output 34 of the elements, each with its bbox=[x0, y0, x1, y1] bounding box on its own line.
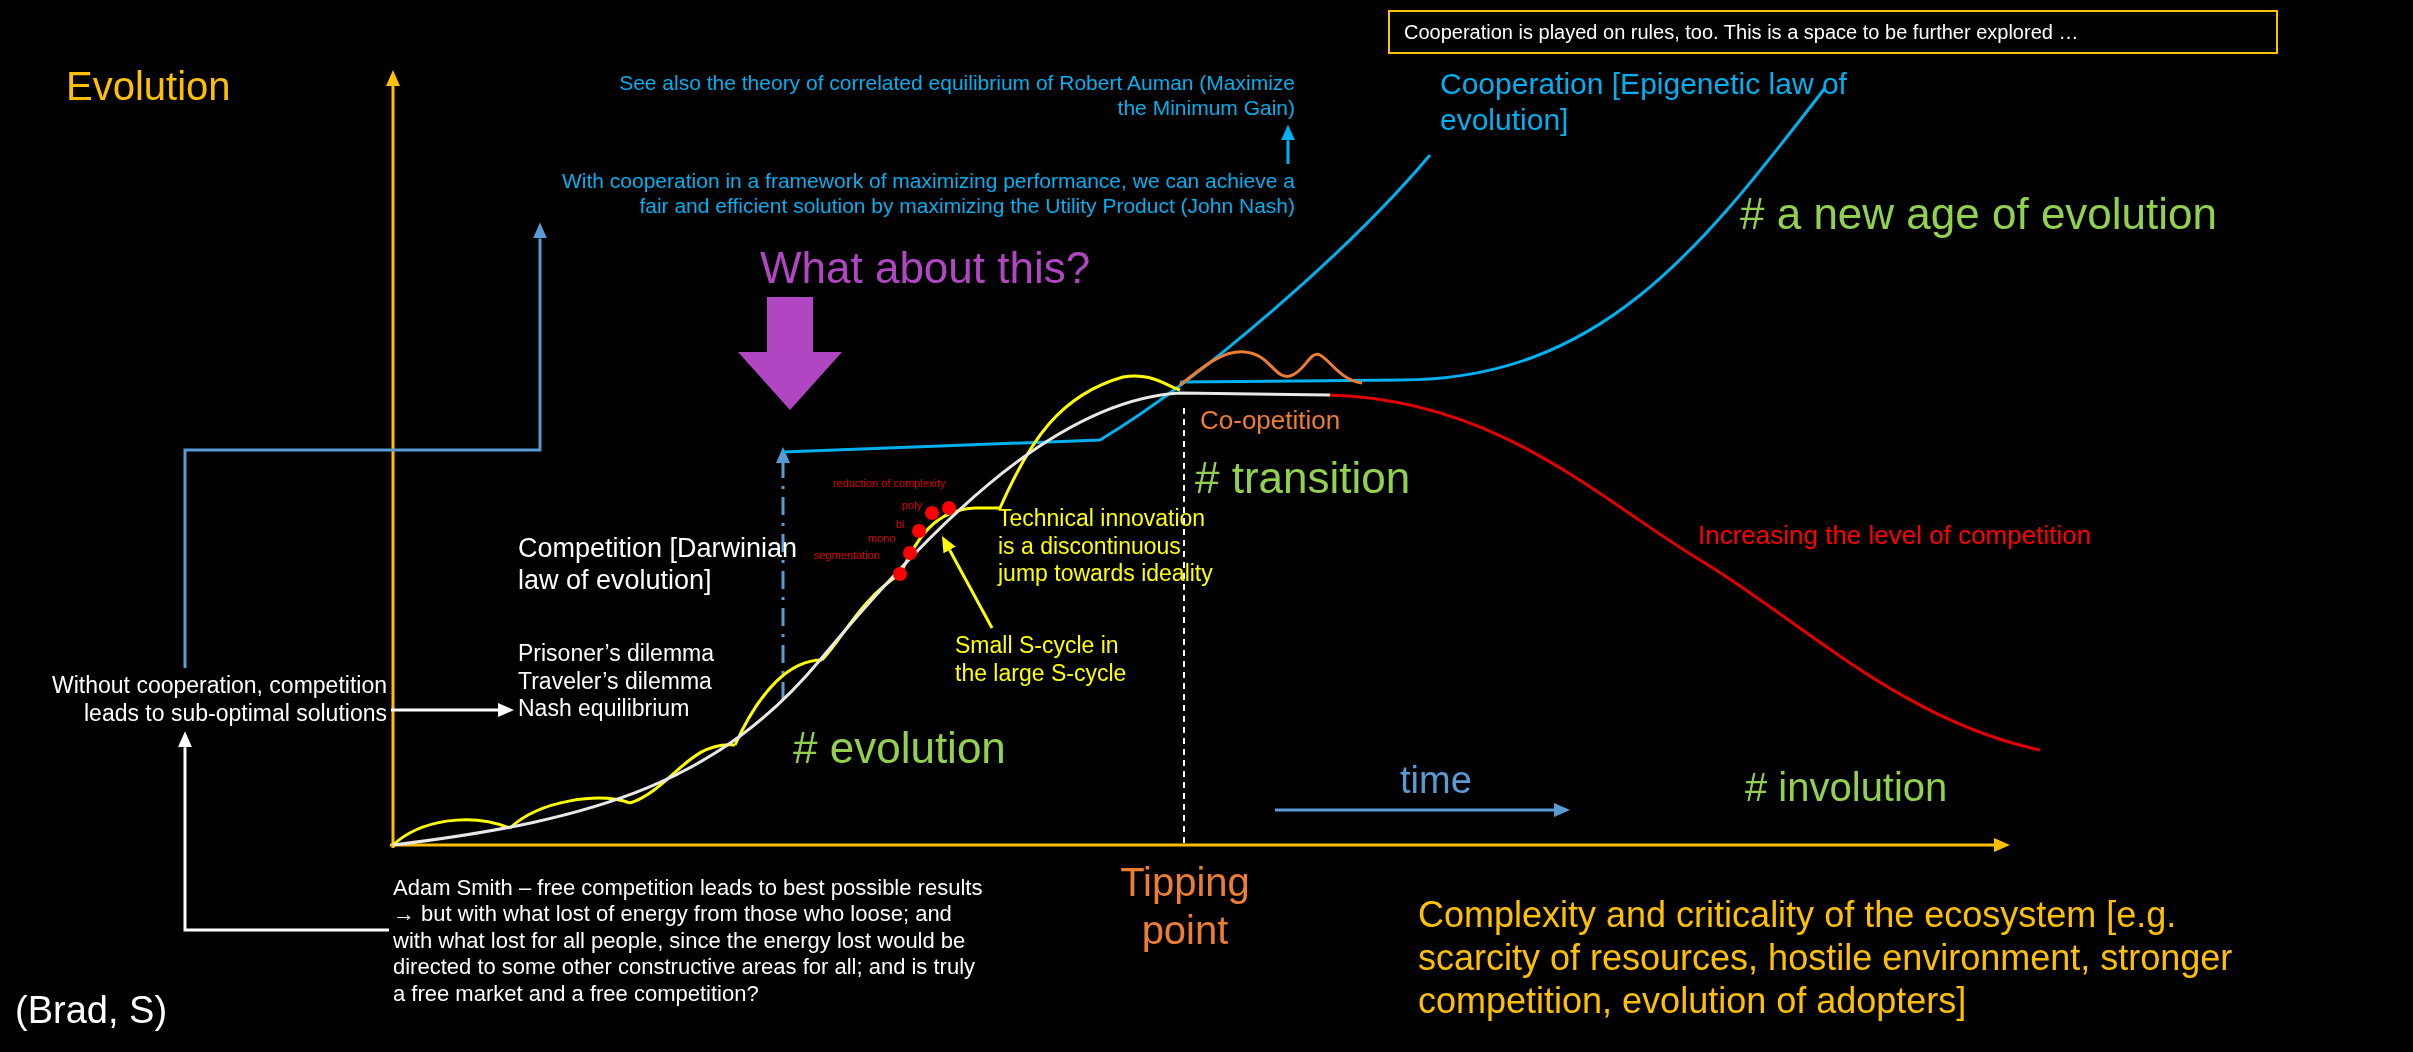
axis-label: Evolution bbox=[66, 63, 231, 110]
axis-label: Tipping point bbox=[1119, 859, 1251, 954]
curve-label: Cooperation [Epigenetic law of evolution] bbox=[1440, 66, 1848, 138]
curve-label: Co-opetition bbox=[1200, 405, 1341, 437]
annotation-text: Small S-cycle in the large S-cycle bbox=[955, 632, 1135, 688]
phase-label: # evolution bbox=[793, 722, 1006, 774]
arrow bbox=[183, 222, 547, 668]
question-text: What about this? bbox=[760, 242, 1180, 295]
point-label: poly bbox=[902, 499, 923, 513]
annotation-text: Technical innovation is a discontinuous jump towards ideality bbox=[998, 505, 1214, 588]
annotation-text: With cooperation in a framework of maximizing performance, we can achieve a fair and efficient solution by maximizing the Utility Product (John Nash) bbox=[551, 168, 1295, 219]
curve-label: Increasing the level of competition bbox=[1698, 520, 2092, 552]
point-label: bi bbox=[896, 518, 905, 532]
annotation-text: See also the theory of correlated equilibrium of Robert Auman (Maximize the Minimum Gain) bbox=[605, 70, 1295, 121]
phase-label: # transition bbox=[1195, 452, 1411, 504]
annotation-text: Adam Smith – free competition leads to best possible results → but with what lost of energy from those who loose; and with what lost for all people, since the energy lost would be directed to some other constructive areas for all; and is truly a free market and a free competition? bbox=[393, 875, 990, 1007]
credit-text: (Brad, S) bbox=[15, 988, 168, 1033]
curve-label: Competition [Darwinian law of evolution] bbox=[518, 532, 799, 597]
arrow bbox=[178, 731, 389, 932]
annotation-text: Nash equilibrium bbox=[518, 695, 691, 723]
point-label: segmentation bbox=[814, 549, 881, 563]
arrow bbox=[942, 536, 994, 629]
point-label: reduction of complexity bbox=[833, 477, 946, 491]
phase-label: # involution bbox=[1745, 764, 1948, 811]
phase-label: # a new age of evolution bbox=[1740, 188, 2218, 240]
axis-label: time bbox=[1400, 758, 1472, 803]
point-label: mono bbox=[868, 532, 896, 546]
annotation-text: Without cooperation, competition leads to sub-optimal solutions bbox=[5, 672, 387, 728]
arrow bbox=[1281, 124, 1295, 164]
arrow bbox=[391, 703, 514, 717]
annotation-text: Traveler’s dilemma bbox=[518, 667, 713, 696]
annotation-text: Prisoner’s dilemma bbox=[518, 640, 715, 668]
note-box: Cooperation is played on rules, too. This is a space to be further explored … bbox=[1388, 10, 2278, 54]
caption-text: Complexity and criticality of the ecosystem [e.g. scarcity of resources, hostile environment, stronger competition, evolution of adopters] bbox=[1418, 893, 2234, 1023]
